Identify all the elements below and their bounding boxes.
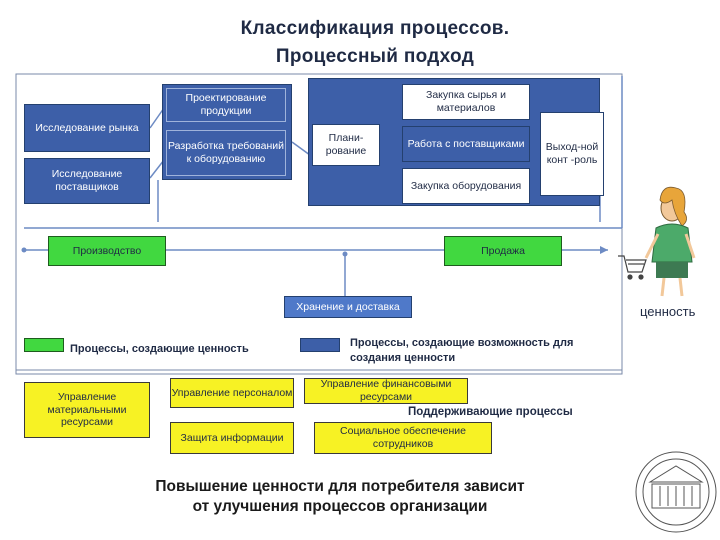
university-emblem-icon [635, 451, 717, 533]
box-purchase-raw: Закупка сырья и материалов [402, 84, 530, 120]
legend-blue-swatch [300, 338, 340, 352]
box-hr-management: Управление персоналом [170, 378, 294, 408]
legend-value-processes: Процессы, создающие ценность [70, 343, 249, 355]
box-equipment-requirements: Разработка требований к оборудованию [166, 130, 286, 176]
page-title-line2: Процессный подход [275, 46, 475, 67]
flow-arrow-to-customer [600, 246, 608, 254]
arrow-supplier-to-req [149, 159, 165, 179]
flow-start-dot [21, 247, 27, 253]
box-sales: Продажа [444, 236, 562, 266]
box-supplier-work: Работа с поставщиками [402, 126, 530, 162]
arrow-market-to-design [149, 107, 165, 129]
box-material-management: Управление материальными ресурсами [24, 382, 150, 438]
box-supplier-research: Исследование поставщиков [24, 158, 150, 204]
box-finance-management: Управление финансовыми ресурсами [304, 378, 468, 404]
box-output-control: Выход-ной конт -роль [540, 112, 604, 196]
footer-line1: Повышение ценности для потребителя завис… [155, 478, 525, 495]
box-info-protection: Защита информации [170, 422, 294, 454]
box-social-security: Социальное обеспечение сотрудников [314, 422, 492, 454]
footer-line2: от улучшения процессов организации [192, 498, 488, 515]
box-product-design: Проектирование продукции [166, 88, 286, 122]
box-planning: Плани-рование [312, 124, 380, 166]
box-storage-delivery: Хранение и доставка [284, 296, 412, 318]
page-title-line1: Классификация процессов. [240, 18, 510, 39]
label-supporting-processes: Поддерживающие процессы [408, 406, 573, 418]
box-production: Производство [48, 236, 166, 266]
value-label: ценность [640, 304, 696, 319]
shopping-cart-icon [618, 255, 647, 280]
legend-enabling-processes: Процессы, создающие возможность для созд… [350, 337, 574, 364]
box-market-research: Исследование рынка [24, 104, 150, 152]
legend-green-swatch [24, 338, 64, 352]
box-purchase-equipment: Закупка оборудования [402, 168, 530, 204]
customer-icon [644, 186, 696, 297]
